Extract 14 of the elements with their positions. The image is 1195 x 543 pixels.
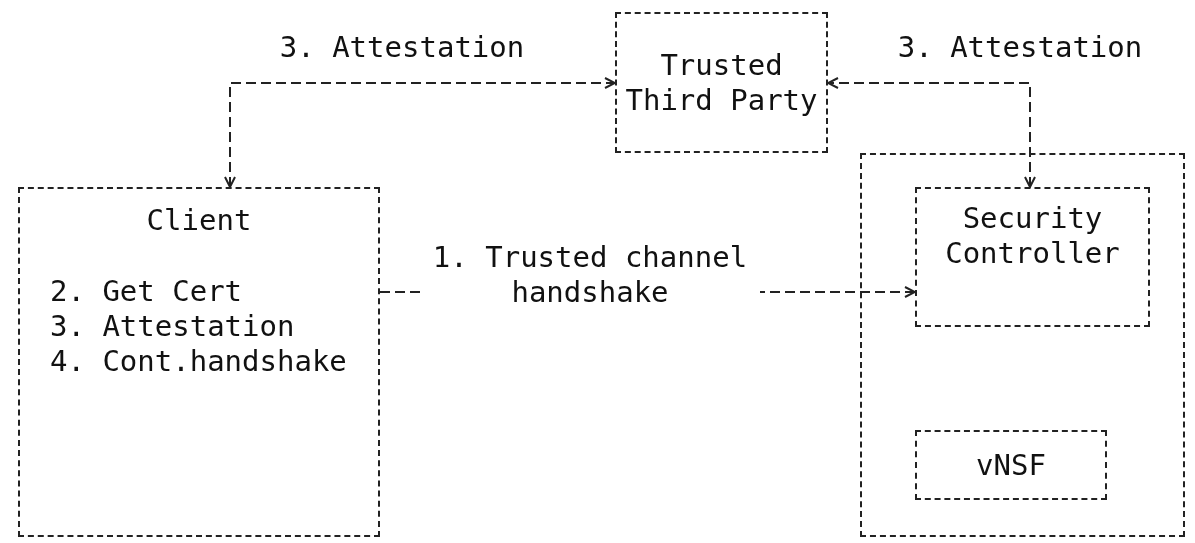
container-box [860,153,1185,537]
process-box [915,187,1150,327]
step-text: 2. Get Cert [50,274,243,309]
box-label: Security Controller [944,201,1121,271]
arrow [224,77,616,188]
box-label: vNSF [975,447,1047,483]
step-text: 4. Cont.handshake [50,344,347,379]
process-box [615,12,828,153]
box-label: Trusted Third Party [624,47,819,118]
arrow [827,77,1036,188]
box-heading: Client [145,203,253,238]
process-box [18,187,380,537]
step-text: 3. Attestation [50,309,295,344]
process-box [915,430,1107,500]
